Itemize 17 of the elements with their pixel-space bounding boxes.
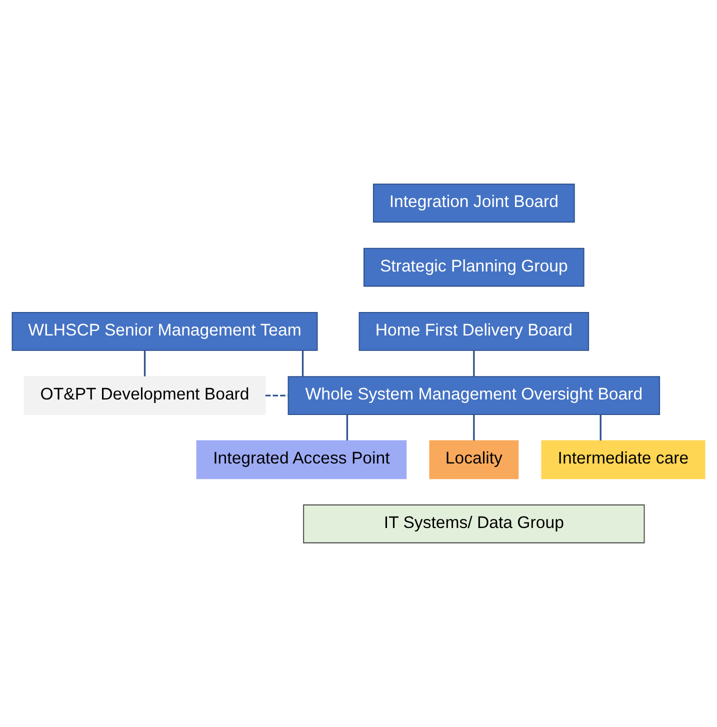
connector — [265, 394, 288, 396]
node-box: Strategic Planning Group — [364, 248, 584, 287]
node-box: Integration Joint Board — [372, 184, 575, 223]
node-box: Intermediate care — [541, 440, 706, 480]
connector — [144, 350, 146, 376]
node-box: IT Systems/ Data Group — [303, 504, 645, 544]
connector — [473, 414, 475, 440]
node-box: Home First Delivery Board — [358, 312, 590, 351]
node-box: Whole System Management Oversight Board — [288, 376, 660, 416]
node-box: Integrated Access Point — [196, 440, 407, 480]
connector — [473, 350, 475, 376]
connector — [600, 414, 602, 440]
node-box: Locality — [429, 440, 519, 480]
node-box: OT&PT Development Board — [24, 376, 266, 416]
node-box: WLHSCP Senior Management Team — [12, 312, 318, 351]
connector — [346, 414, 348, 440]
connector — [302, 350, 304, 376]
